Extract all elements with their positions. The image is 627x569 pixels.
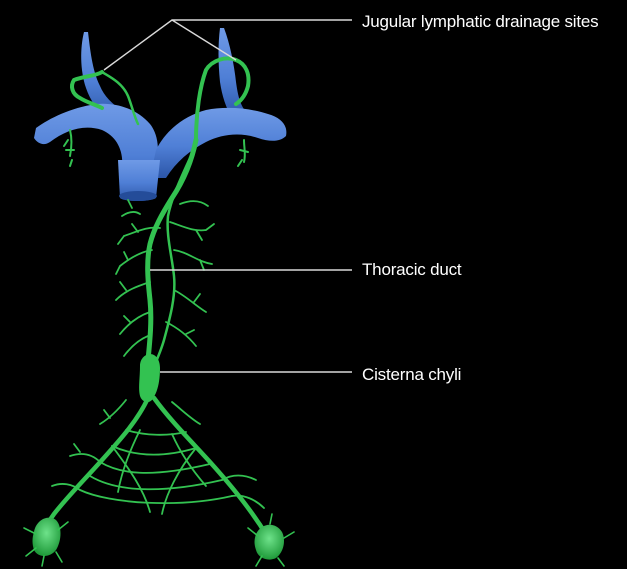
lumbar-network	[52, 400, 264, 514]
right-leg-node	[255, 525, 285, 560]
vena-cava-opening	[119, 191, 157, 201]
left-lumbar-trunk	[42, 398, 148, 538]
right-lumbar-trunk	[154, 398, 266, 542]
right-jugular-vein	[219, 28, 249, 118]
cisterna-chyli	[139, 354, 160, 402]
left-leg-node	[33, 518, 61, 556]
label-thoracic-duct: Thoracic duct	[362, 259, 461, 281]
veins	[34, 28, 286, 201]
label-cisterna-chyli: Cisterna chyli	[362, 364, 461, 386]
label-jugular-drainage: Jugular lymphatic drainage sites	[362, 11, 624, 33]
distal-twigs	[24, 514, 294, 566]
right-brachiocephalic-vein	[150, 108, 286, 178]
